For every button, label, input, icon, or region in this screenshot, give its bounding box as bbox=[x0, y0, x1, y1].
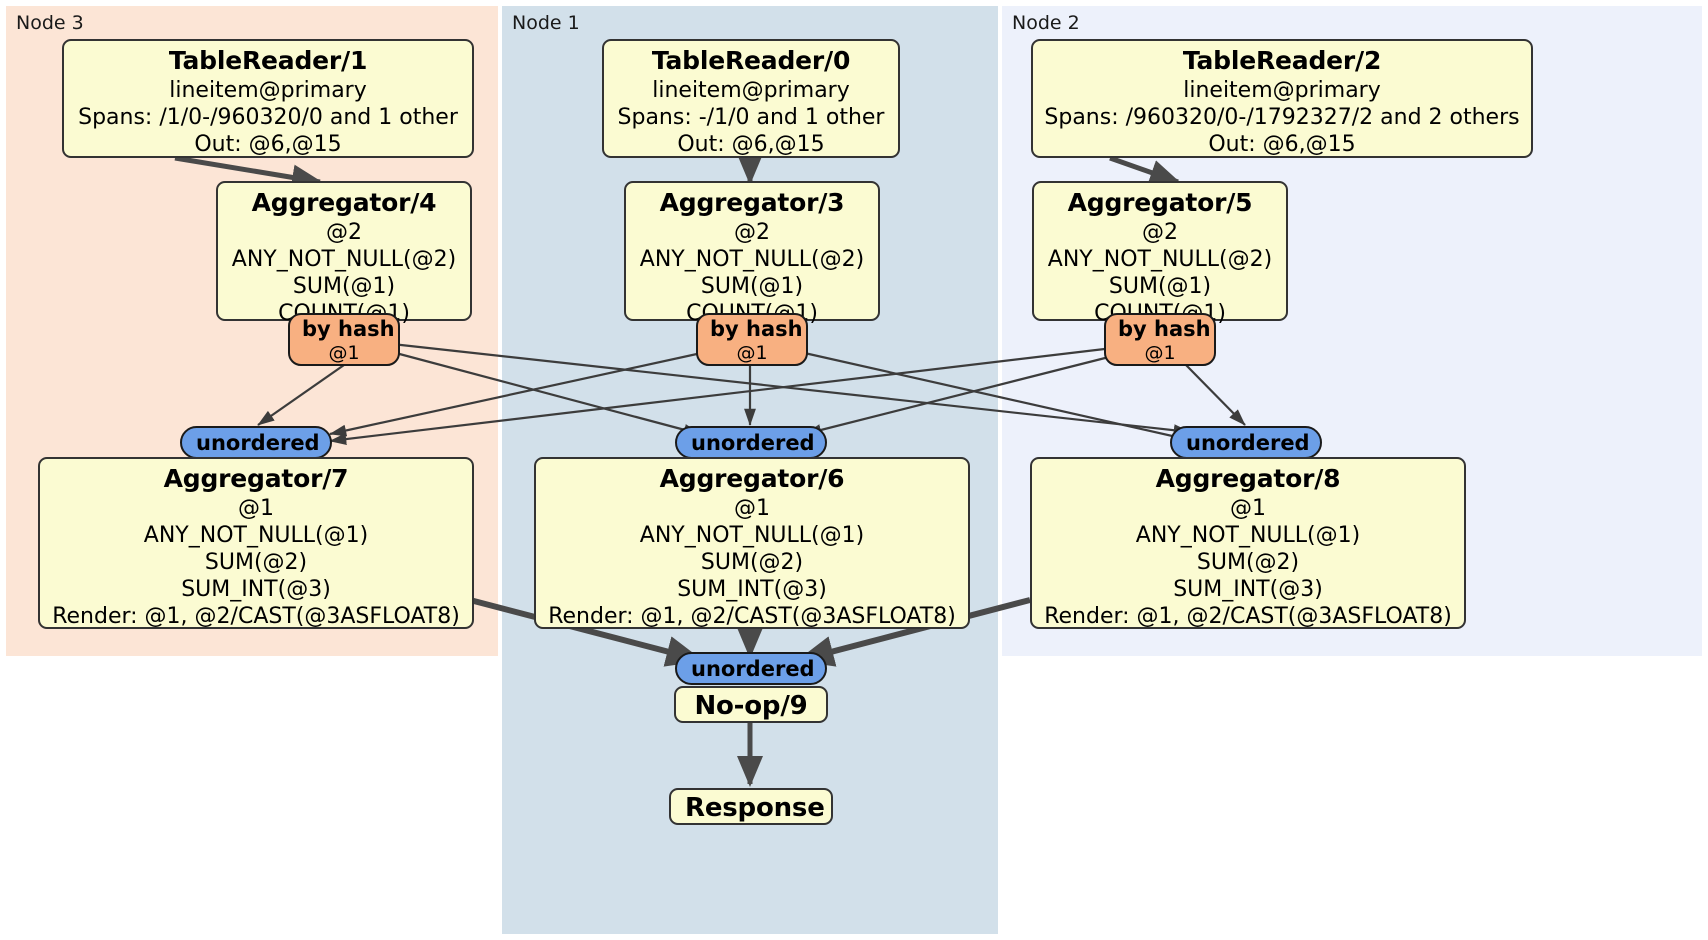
processor-detail-line: ANY_NOT_NULL(@1) bbox=[639, 522, 865, 548]
processor-title: TableReader/0 bbox=[651, 46, 851, 75]
synchronizer-type-label: unordered bbox=[691, 431, 815, 455]
processor-title: Aggregator/5 bbox=[1067, 188, 1253, 217]
processor-title: Aggregator/4 bbox=[251, 188, 437, 217]
processor-detail-line: @1 bbox=[734, 495, 770, 521]
node-region-label-node3: Node 3 bbox=[16, 12, 84, 34]
processor-title: TableReader/2 bbox=[1182, 46, 1382, 75]
processor-aggregator-8[interactable]: Aggregator/8 @1 ANY_NOT_NULL(@1) SUM(@2)… bbox=[1030, 457, 1466, 629]
synchronizer-type-label: unordered bbox=[1186, 431, 1310, 455]
output-router-by-hash-aggregator-5[interactable]: by hash @1 bbox=[1104, 313, 1216, 366]
processor-detail-line: ANY_NOT_NULL(@1) bbox=[1135, 522, 1361, 548]
processor-detail-line: Spans: -/1/0 and 1 other bbox=[617, 104, 885, 130]
processor-render-line: Render: @1, @2/CAST(@3ASFLOAT8) bbox=[52, 603, 460, 629]
processor-detail-line: SUM(@2) bbox=[204, 549, 308, 575]
processor-detail-line: Out: @6,@15 bbox=[677, 131, 825, 157]
processor-detail-line: SUM(@2) bbox=[1196, 549, 1300, 575]
processor-detail-line: Spans: /960320/0-/1792327/2 and 2 others bbox=[1044, 104, 1520, 130]
synchronizer-type-label: unordered bbox=[691, 657, 815, 681]
processor-title: Aggregator/3 bbox=[659, 188, 845, 217]
node-region-label-node2: Node 2 bbox=[1012, 12, 1080, 34]
processor-detail-line: ANY_NOT_NULL(@2) bbox=[231, 246, 457, 272]
router-key-label: @1 bbox=[1144, 341, 1176, 364]
processor-aggregator-5[interactable]: Aggregator/5 @2 ANY_NOT_NULL(@2) SUM(@1)… bbox=[1032, 181, 1288, 326]
router-key-label: @1 bbox=[328, 341, 360, 364]
processor-title: TableReader/1 bbox=[168, 46, 368, 75]
processor-render-line: Render: @1, @2/CAST(@3ASFLOAT8) bbox=[1044, 603, 1452, 629]
processor-aggregator-7[interactable]: Aggregator/7 @1 ANY_NOT_NULL(@1) SUM(@2)… bbox=[38, 457, 474, 629]
processor-detail-line: @2 bbox=[1142, 219, 1178, 245]
input-synchronizer-unordered-noop-9[interactable]: unordered bbox=[675, 652, 827, 685]
processor-response[interactable]: Response bbox=[669, 788, 833, 825]
processor-detail-line: SUM_INT(@3) bbox=[677, 576, 827, 602]
processor-tablereader-0[interactable]: TableReader/0 lineitem@primary Spans: -/… bbox=[602, 39, 900, 158]
processor-detail-line: Out: @6,@15 bbox=[194, 131, 342, 157]
processor-detail-line: SUM(@1) bbox=[1108, 273, 1212, 299]
processor-title: No-op/9 bbox=[694, 691, 808, 721]
processor-title: Aggregator/7 bbox=[163, 464, 349, 493]
processor-detail-line: lineitem@primary bbox=[652, 77, 850, 103]
processor-tablereader-2[interactable]: TableReader/2 lineitem@primary Spans: /9… bbox=[1031, 39, 1533, 158]
processor-detail-line: ANY_NOT_NULL(@2) bbox=[639, 246, 865, 272]
node-region-label-node1: Node 1 bbox=[512, 12, 580, 34]
processor-detail-line: Out: @6,@15 bbox=[1208, 131, 1356, 157]
processor-detail-line: Spans: /1/0-/960320/0 and 1 other bbox=[78, 104, 458, 130]
router-type-label: by hash bbox=[710, 317, 803, 341]
processor-detail-line: SUM(@1) bbox=[700, 273, 804, 299]
processor-detail-line: @1 bbox=[1230, 495, 1266, 521]
input-synchronizer-unordered-aggregator-7[interactable]: unordered bbox=[180, 426, 332, 459]
processor-detail-line: @1 bbox=[238, 495, 274, 521]
input-synchronizer-unordered-aggregator-6[interactable]: unordered bbox=[675, 426, 827, 459]
router-type-label: by hash bbox=[1118, 317, 1211, 341]
processor-title: Aggregator/8 bbox=[1155, 464, 1341, 493]
processor-detail-line: ANY_NOT_NULL(@2) bbox=[1047, 246, 1273, 272]
processor-detail-line: SUM(@1) bbox=[292, 273, 396, 299]
processor-detail-line: ANY_NOT_NULL(@1) bbox=[143, 522, 369, 548]
processor-detail-line: SUM(@2) bbox=[700, 549, 804, 575]
processor-detail-line: SUM_INT(@3) bbox=[1173, 576, 1323, 602]
processor-detail-line: @2 bbox=[326, 219, 362, 245]
processor-detail-line: @2 bbox=[734, 219, 770, 245]
synchronizer-type-label: unordered bbox=[196, 431, 320, 455]
processor-title: Aggregator/6 bbox=[659, 464, 845, 493]
processor-noop-9[interactable]: No-op/9 bbox=[674, 686, 828, 723]
output-router-by-hash-aggregator-4[interactable]: by hash @1 bbox=[288, 313, 400, 366]
router-key-label: @1 bbox=[736, 341, 768, 364]
processor-detail-line: lineitem@primary bbox=[169, 77, 367, 103]
output-router-by-hash-aggregator-3[interactable]: by hash @1 bbox=[696, 313, 808, 366]
processor-render-line: Render: @1, @2/CAST(@3ASFLOAT8) bbox=[548, 603, 956, 629]
processor-detail-line: lineitem@primary bbox=[1183, 77, 1381, 103]
processor-tablereader-1[interactable]: TableReader/1 lineitem@primary Spans: /1… bbox=[62, 39, 474, 158]
processor-aggregator-4[interactable]: Aggregator/4 @2 ANY_NOT_NULL(@2) SUM(@1)… bbox=[216, 181, 472, 326]
input-synchronizer-unordered-aggregator-8[interactable]: unordered bbox=[1170, 426, 1322, 459]
processor-aggregator-3[interactable]: Aggregator/3 @2 ANY_NOT_NULL(@2) SUM(@1)… bbox=[624, 181, 880, 326]
processor-detail-line: SUM_INT(@3) bbox=[181, 576, 331, 602]
processor-title: Response bbox=[685, 793, 825, 823]
router-type-label: by hash bbox=[302, 317, 395, 341]
processor-aggregator-6[interactable]: Aggregator/6 @1 ANY_NOT_NULL(@1) SUM(@2)… bbox=[534, 457, 970, 629]
